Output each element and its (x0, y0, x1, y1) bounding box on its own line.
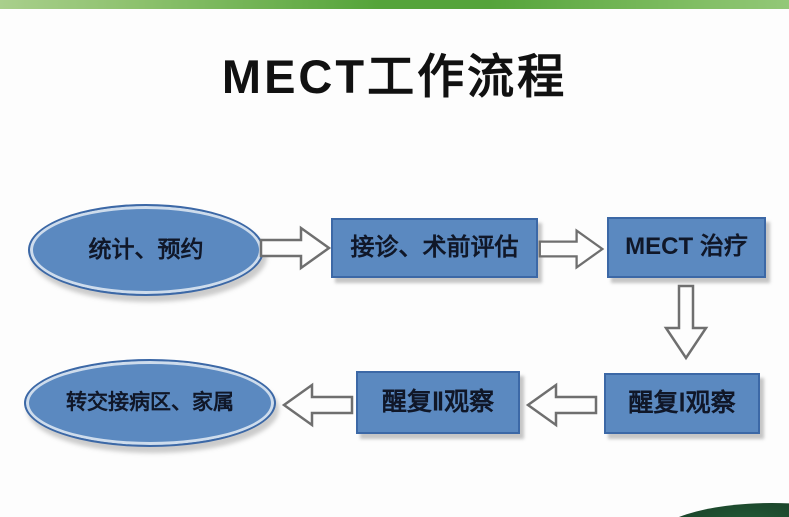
flow-node-recovery-1: 醒复Ⅰ观察 (604, 373, 760, 434)
corner-decoration (652, 503, 789, 517)
flow-node-label: 醒复Ⅰ观察 (628, 388, 736, 417)
flow-node-recovery-2: 醒复Ⅱ观察 (356, 371, 520, 434)
flow-arrow-right-icon (536, 226, 608, 272)
flow-node-stats-booking: 统计、预约 (28, 204, 264, 296)
flow-node-label: 统计、预约 (88, 236, 204, 263)
flow-node-mect-treatment: MECT 治疗 (607, 217, 766, 278)
flow-node-label: 接诊、术前评估 (350, 233, 519, 261)
flow-node-transfer-ward-family: 转交接病区、家属 (24, 359, 276, 447)
flow-node-label: 醒复Ⅱ观察 (381, 387, 495, 416)
flow-node-label: 转交接病区、家属 (66, 391, 234, 415)
flow-arrow-right-icon (259, 223, 333, 273)
flow-node-reception-assessment: 接诊、术前评估 (331, 218, 538, 278)
flow-arrow-left-icon (280, 381, 354, 429)
slide-title: MECT工作流程 (221, 50, 568, 103)
flow-arrow-down-icon (663, 284, 709, 362)
flow-arrow-left-icon (524, 381, 598, 429)
flow-node-label: MECT 治疗 (625, 233, 748, 261)
top-accent-bar (0, 0, 789, 9)
